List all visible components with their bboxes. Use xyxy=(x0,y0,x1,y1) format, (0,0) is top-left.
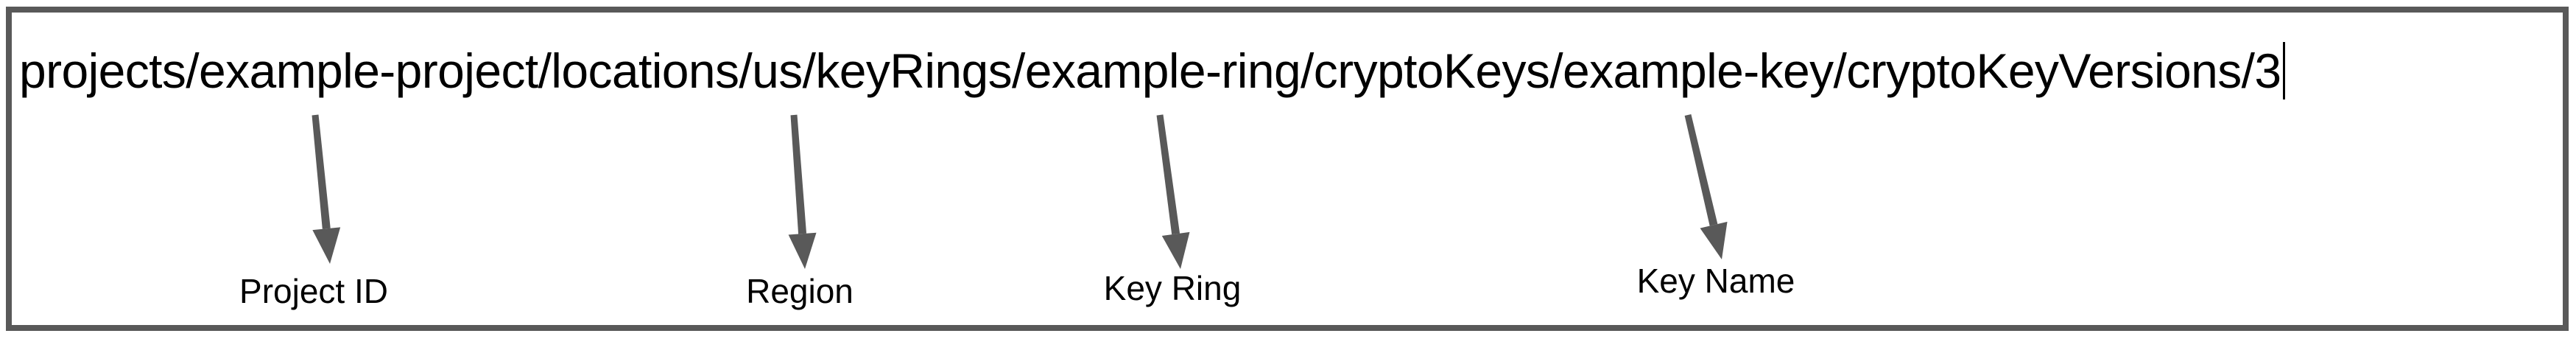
resource-path-text[interactable]: projects/example-project/locations/us/ke… xyxy=(19,43,2281,98)
resource-path-row[interactable]: projects/example-project/locations/us/ke… xyxy=(19,35,2285,106)
callout-label-region: Region xyxy=(746,272,854,310)
callout-label-project-id: Project ID xyxy=(239,272,388,310)
diagram-frame xyxy=(6,7,2569,331)
text-caret xyxy=(2282,42,2285,99)
callout-label-key-ring: Key Ring xyxy=(1103,269,1242,307)
callout-label-key-name: Key Name xyxy=(1636,262,1795,300)
